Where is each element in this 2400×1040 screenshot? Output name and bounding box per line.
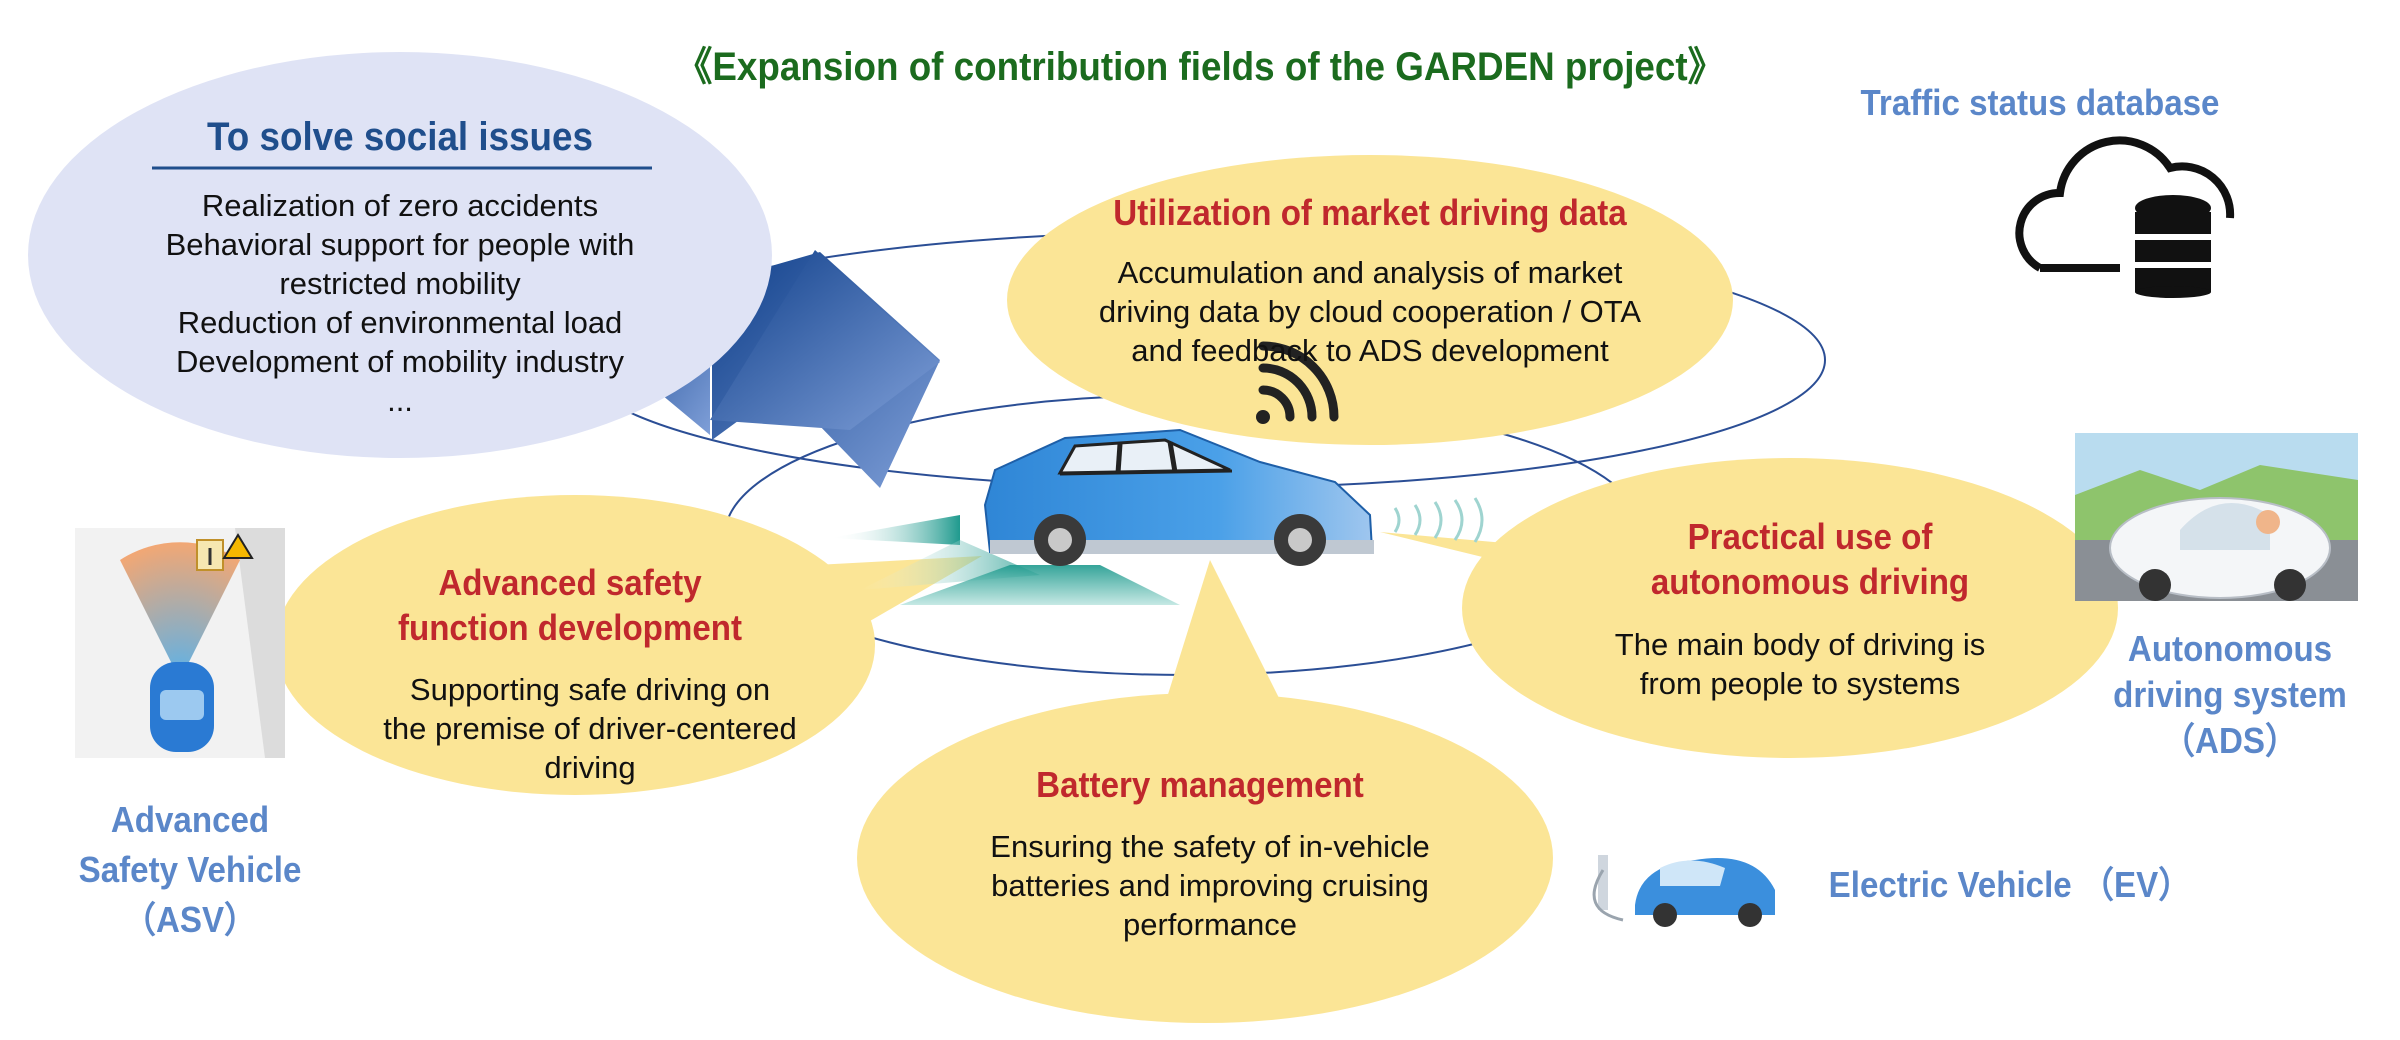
autonomous-heading: Practical use of autonomous driving bbox=[1580, 514, 2040, 604]
social-issues-list: Realization of zero accidents Behavioral… bbox=[100, 186, 700, 420]
safety-line: driving bbox=[544, 750, 636, 785]
market-data-line: Accumulation and analysis of market bbox=[1117, 255, 1623, 290]
social-issue-item: ... bbox=[387, 383, 413, 418]
asv-label-line: Safety Vehicle bbox=[78, 849, 302, 890]
asv-label-line: （ASV） bbox=[122, 899, 258, 940]
ads-label-line: （ADS） bbox=[2161, 720, 2299, 761]
safety-heading-line: Advanced safety bbox=[438, 562, 702, 603]
asv-label: Advanced Safety Vehicle （ASV） bbox=[52, 795, 328, 945]
wifi-signal-icon bbox=[1256, 341, 1339, 424]
ads-label-line: driving system bbox=[2113, 674, 2347, 715]
battery-heading: Battery management bbox=[1036, 764, 1364, 805]
autonomous-text: The main body of driving is from people … bbox=[1560, 625, 2040, 703]
car-illustration bbox=[830, 428, 1484, 605]
ads-label-line: Autonomous bbox=[2127, 628, 2333, 669]
market-data-line: driving data by cloud cooperation / OTA bbox=[1098, 294, 1642, 329]
social-issues-bubble bbox=[28, 52, 772, 458]
ev-label: Electric Vehicle （EV） bbox=[1828, 864, 2192, 905]
social-issue-item: Behavioral support for people with bbox=[165, 227, 635, 262]
autonomous-bubble bbox=[1380, 458, 2118, 758]
car-signal-waves bbox=[1393, 497, 1484, 543]
autonomous-line: The main body of driving is bbox=[1614, 627, 1986, 662]
market-data-heading: Utilization of market driving data bbox=[1113, 192, 1627, 233]
safety-line: Supporting safe driving on bbox=[409, 672, 771, 707]
market-data-text: Accumulation and analysis of market driv… bbox=[1060, 253, 1680, 370]
social-issue-item: Realization of zero accidents bbox=[201, 188, 599, 223]
social-issue-item: Development of mobility industry bbox=[176, 344, 624, 379]
safety-line: the premise of driver-centered bbox=[383, 711, 797, 746]
asv-label-line: Advanced bbox=[110, 799, 270, 840]
battery-line: batteries and improving cruising bbox=[991, 868, 1429, 903]
battery-text: Ensuring the safety of in-vehicle batter… bbox=[940, 827, 1480, 944]
social-issue-item: Reduction of environmental load bbox=[177, 305, 623, 340]
ads-label: Autonomous driving system （ADS） bbox=[2092, 626, 2368, 764]
social-issue-item: restricted mobility bbox=[279, 266, 521, 301]
traffic-db-label: Traffic status database bbox=[1860, 82, 2220, 123]
asv-picture bbox=[75, 528, 285, 758]
autonomous-heading-line: autonomous driving bbox=[1650, 561, 1970, 602]
battery-line: performance bbox=[1122, 907, 1298, 942]
safety-heading-line: function development bbox=[397, 607, 743, 648]
autonomous-heading-line: Practical use of bbox=[1687, 516, 1933, 557]
safety-text: Supporting safe driving on the premise o… bbox=[340, 670, 840, 787]
autonomous-vehicle-picture bbox=[2075, 433, 2358, 601]
autonomous-line: from people to systems bbox=[1639, 666, 1961, 701]
social-issues-heading: To solve social issues bbox=[207, 115, 593, 159]
ev-picture bbox=[1592, 855, 1775, 927]
safety-heading: Advanced safety function development bbox=[358, 560, 781, 650]
battery-bubble bbox=[857, 560, 1553, 1023]
market-data-line: and feedback to ADS development bbox=[1131, 333, 1609, 368]
cloud-database-icon bbox=[2015, 136, 2235, 298]
battery-line: Ensuring the safety of in-vehicle bbox=[990, 829, 1430, 864]
diagram-title: 《Expansion of contribution fields of the… bbox=[675, 45, 1725, 89]
market-data-bubble bbox=[1007, 155, 1733, 445]
